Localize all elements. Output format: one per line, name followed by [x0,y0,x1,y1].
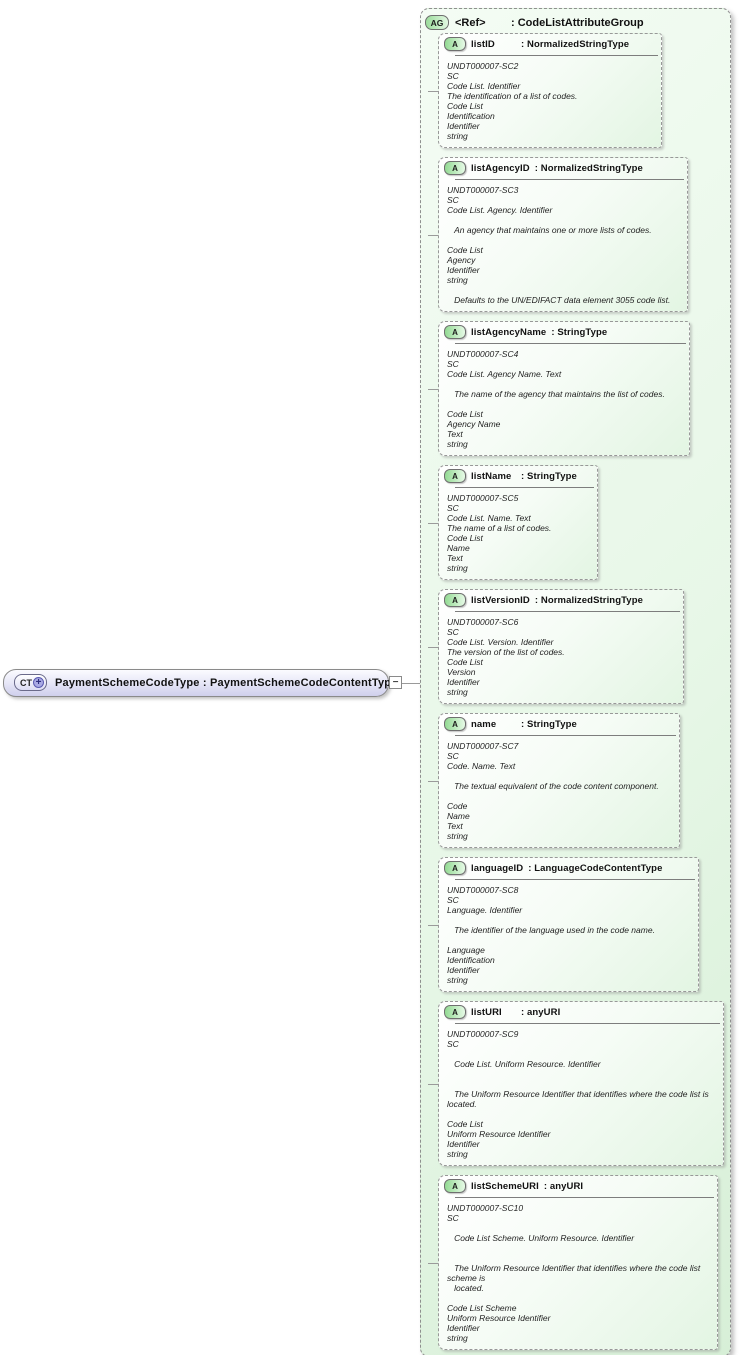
attribute-list: A listID : NormalizedStringType UNDT0000… [438,33,730,1350]
attribute-annotation: UNDT000007-SC7 SC Code. Name. Text The t… [447,741,659,841]
attribute-header[interactable]: A name : StringType [439,714,679,733]
attribute-type: : anyURI [521,1006,561,1018]
attribute-group-name: <Ref> [455,16,486,29]
attribute-annotation: UNDT000007-SC2 SC Code List. Identifier … [447,61,578,141]
attribute-type: : NormalizedStringType [534,162,643,174]
attribute-header[interactable]: A listSchemeURI : anyURI [439,1176,717,1195]
attribute-type: : LanguageCodeContentType [528,862,663,874]
attribute-name: listAgencyName [471,326,547,338]
connector-stub [428,90,438,92]
complex-type-icon: CT + [14,674,47,691]
attribute-icon: A [444,37,466,51]
complex-type-node[interactable]: CT + PaymentSchemeCodeType : PaymentSche… [3,668,397,697]
attribute-header[interactable]: A languageID : LanguageCodeContentType [439,858,698,877]
attribute-node-listagencyid[interactable]: A listAgencyID : NormalizedStringType UN… [438,157,688,312]
attribute-name: listVersionID [471,594,530,606]
attribute-group-header[interactable]: AG <Ref> : CodeListAttributeGroup [421,13,730,33]
attribute-node-languageid[interactable]: A languageID : LanguageCodeContentType U… [438,857,699,992]
attribute-node-listagencyname[interactable]: A listAgencyName : StringType UNDT000007… [438,321,690,456]
attribute-type: : NormalizedStringType [521,38,630,50]
attribute-node-name[interactable]: A name : StringType UNDT000007-SC7 SC Co… [438,713,680,848]
attribute-type: : StringType [521,470,577,482]
connector-stub [428,1262,438,1264]
attribute-annotation: UNDT000007-SC3 SC Code List. Agency. Ide… [447,185,671,305]
attribute-icon: A [444,1179,466,1193]
connector-stub [428,522,438,524]
attribute-name: languageID [471,862,524,874]
separator [455,487,594,488]
attribute-node-listschemeuri[interactable]: A listSchemeURI : anyURI UNDT000007-SC10… [438,1175,718,1350]
attribute-icon: A [444,469,466,483]
attribute-group-type: : CodeListAttributeGroup [511,16,644,29]
complex-type-label: PaymentSchemeCodeType : PaymentSchemeCod… [55,676,398,689]
attribute-icon: A [444,161,466,175]
attribute-type: : StringType [551,326,608,338]
connector-stub [428,780,438,782]
attribute-name: listName [471,470,512,482]
connector-stub [428,388,438,390]
separator [455,611,680,612]
attribute-header[interactable]: A listVersionID : NormalizedStringType [439,590,683,609]
attribute-icon: A [444,1005,466,1019]
attribute-annotation: UNDT000007-SC4 SC Code List. Agency Name… [447,349,665,449]
attribute-annotation: UNDT000007-SC10 SC Code List Scheme. Uni… [447,1203,701,1343]
separator [455,343,686,344]
attribute-group-panel: AG <Ref> : CodeListAttributeGroup A list… [420,8,731,1355]
attribute-icon: A [444,861,466,875]
attribute-annotation: UNDT000007-SC8 SC Language. Identifier T… [447,885,655,985]
separator [455,1023,720,1024]
separator [455,55,658,56]
attribute-node-listuri[interactable]: A listURI : anyURI UNDT000007-SC9 SC Cod… [438,1001,724,1166]
attribute-name: name [471,718,497,730]
separator [455,179,684,180]
attribute-annotation: UNDT000007-SC6 SC Code List. Version. Id… [447,617,565,697]
attribute-annotation: UNDT000007-SC5 SC Code List. Name. Text … [447,493,552,573]
connector-line [402,682,428,684]
attribute-node-listname[interactable]: A listName : StringType UNDT000007-SC5 S… [438,465,598,580]
attribute-group-icon: AG [425,15,449,30]
attribute-node-listversionid[interactable]: A listVersionID : NormalizedStringType U… [438,589,684,704]
attribute-name: listSchemeURI [471,1180,539,1192]
attribute-header[interactable]: A listAgencyName : StringType [439,322,689,341]
separator [455,1197,714,1198]
plus-icon: + [33,677,44,688]
attribute-header[interactable]: A listURI : anyURI [439,1002,723,1021]
attribute-type: : StringType [521,718,577,730]
attribute-type: : anyURI [543,1180,584,1192]
complex-type-icon-label: CT [20,677,32,688]
attribute-node-listid[interactable]: A listID : NormalizedStringType UNDT0000… [438,33,662,148]
attribute-name: listID [471,38,495,50]
attribute-header[interactable]: A listID : NormalizedStringType [439,34,661,53]
attribute-header[interactable]: A listAgencyID : NormalizedStringType [439,158,687,177]
attribute-name: listURI [471,1006,502,1018]
collapse-toggle[interactable]: − [389,676,402,689]
attribute-name: listAgencyID [471,162,530,174]
attribute-icon: A [444,717,466,731]
connector-stub [428,1083,438,1085]
connector-stub [428,924,438,926]
connector-stub [428,646,438,648]
attribute-annotation: UNDT000007-SC9 SC Code List. Uniform Res… [447,1029,709,1159]
separator [455,879,695,880]
separator [455,735,676,736]
attribute-header[interactable]: A listName : StringType [439,466,597,485]
attribute-icon: A [444,325,466,339]
attribute-icon: A [444,593,466,607]
connector-stub [428,234,438,236]
attribute-type: : NormalizedStringType [534,594,643,606]
